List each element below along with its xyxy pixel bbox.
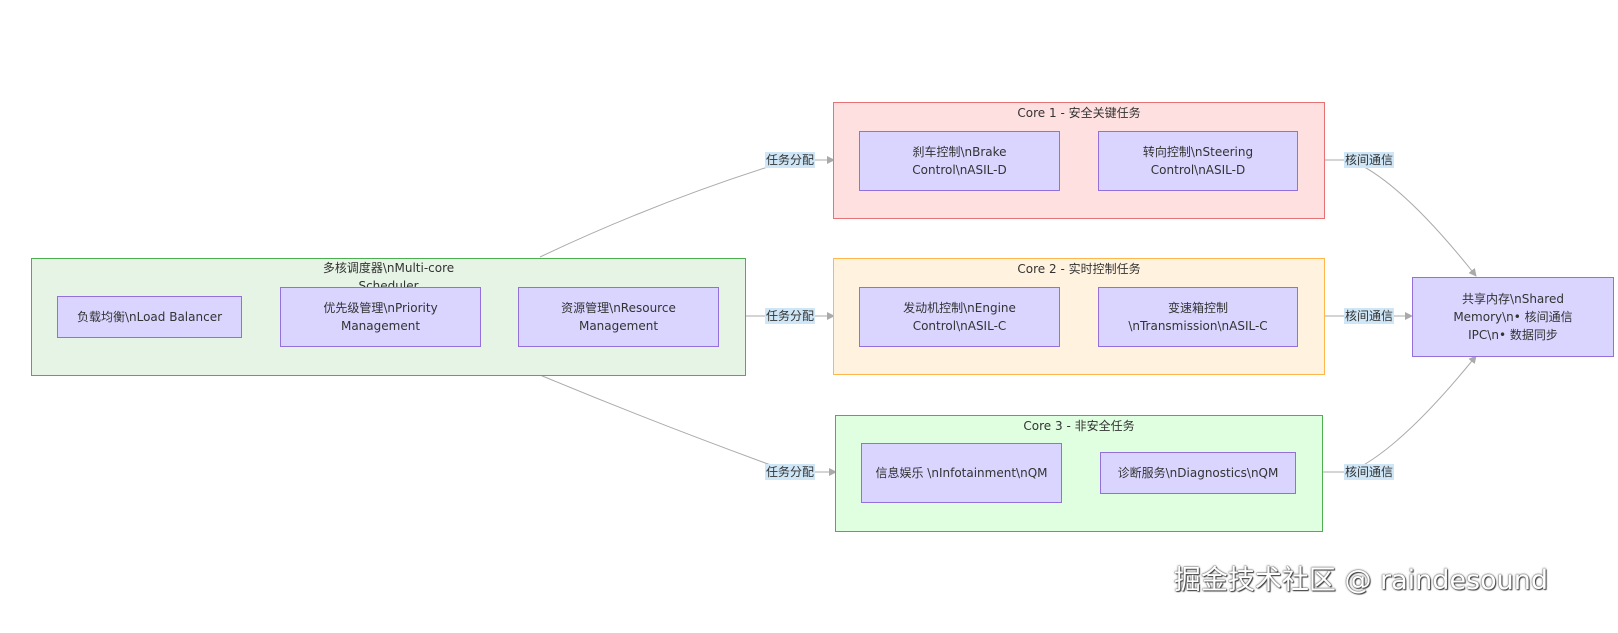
edge-scheduler-core1 [539, 156, 835, 258]
edge-core3-memory [1323, 355, 1477, 473]
priority-management-node[interactable]: 优先级管理\nPriority Management [280, 287, 481, 347]
engine-control-node[interactable]: 发动机控制\nEngine Control\nASIL-C [859, 287, 1060, 347]
scheduler-title: 多核调度器\nMulti-core Scheduler [322, 261, 455, 290]
core2-title: Core 2 - 实时控制任务 [1017, 262, 1141, 276]
resource-management-node[interactable]: 资源管理\nResource Management [518, 287, 719, 347]
steering-control-node[interactable]: 转向控制\nSteering Control\nASIL-D [1098, 131, 1298, 191]
edge-label-ipc-core2: 核间通信 [1344, 308, 1395, 324]
edge-label-ipc-core3: 核间通信 [1344, 464, 1395, 480]
transmission-control-node[interactable]: 变速箱控制 \nTransmission\nASIL-C [1098, 287, 1298, 347]
core1-title: Core 1 - 安全关键任务 [1017, 106, 1141, 120]
core3-title: Core 3 - 非安全任务 [1023, 419, 1135, 433]
brake-control-node[interactable]: 刹车控制\nBrake Control\nASIL-D [859, 131, 1060, 191]
load-balancer-node[interactable]: 负载均衡\nLoad Balancer [57, 296, 242, 338]
edge-scheduler-core3 [539, 374, 837, 476]
edge-label-dispatch-core1: 任务分配 [765, 152, 816, 168]
shared-memory-node[interactable]: 共享内存\nShared Memory\n• 核间通信 IPC\n• 数据同步 [1412, 277, 1614, 357]
edge-label-ipc-core1: 核间通信 [1344, 152, 1395, 168]
edge-label-dispatch-core3: 任务分配 [765, 464, 816, 480]
diagnostics-node[interactable]: 诊断服务\nDiagnostics\nQM [1100, 452, 1296, 494]
edge-label-dispatch-core2: 任务分配 [765, 308, 816, 324]
infotainment-node[interactable]: 信息娱乐 \nInfotainment\nQM [861, 443, 1062, 503]
edge-core1-memory [1325, 159, 1477, 277]
watermark-text: 掘金技术社区 @ raindesound [1173, 565, 1548, 596]
